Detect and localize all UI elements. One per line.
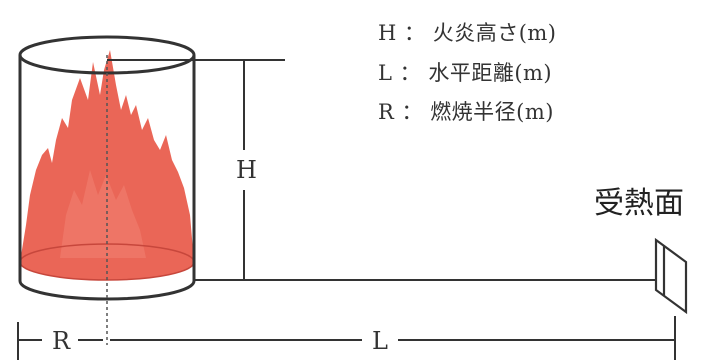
receiving-surface-panel xyxy=(654,237,688,315)
receiving-surface-plate xyxy=(654,237,688,315)
legend-item-distance: L ： 水平距離(m) xyxy=(378,61,552,85)
flame-highlight xyxy=(60,170,146,258)
legend-item-radius: R ： 燃焼半径(m) xyxy=(378,100,554,124)
radius-label: R xyxy=(52,327,71,355)
height-dimension xyxy=(107,59,285,279)
legend-separator: ： xyxy=(402,100,424,124)
distance-label: L xyxy=(372,327,388,355)
legend-meaning: 水平距離(m) xyxy=(428,61,552,85)
legend-item-height: H ： 火炎高さ(m) xyxy=(378,21,557,45)
cylinder-bottom-curve xyxy=(18,280,196,301)
legend-meaning: 燃焼半径(m) xyxy=(430,100,554,124)
legend: H ： 火炎高さ(m) L ： 水平距離(m) R ： 燃焼半径(m) xyxy=(378,21,557,124)
legend-separator: ： xyxy=(404,21,426,45)
legend-meaning: 火炎高さ(m) xyxy=(433,21,557,45)
burning-cylinder xyxy=(18,35,196,301)
bottom-dimension xyxy=(17,316,676,360)
height-label: H xyxy=(236,156,257,184)
legend-separator: ： xyxy=(400,61,422,85)
receiving-surface-label: 受熱面 xyxy=(594,186,684,221)
legend-symbol: L xyxy=(378,61,392,85)
legend-symbol: R xyxy=(378,100,395,124)
legend-symbol: H xyxy=(378,21,397,45)
